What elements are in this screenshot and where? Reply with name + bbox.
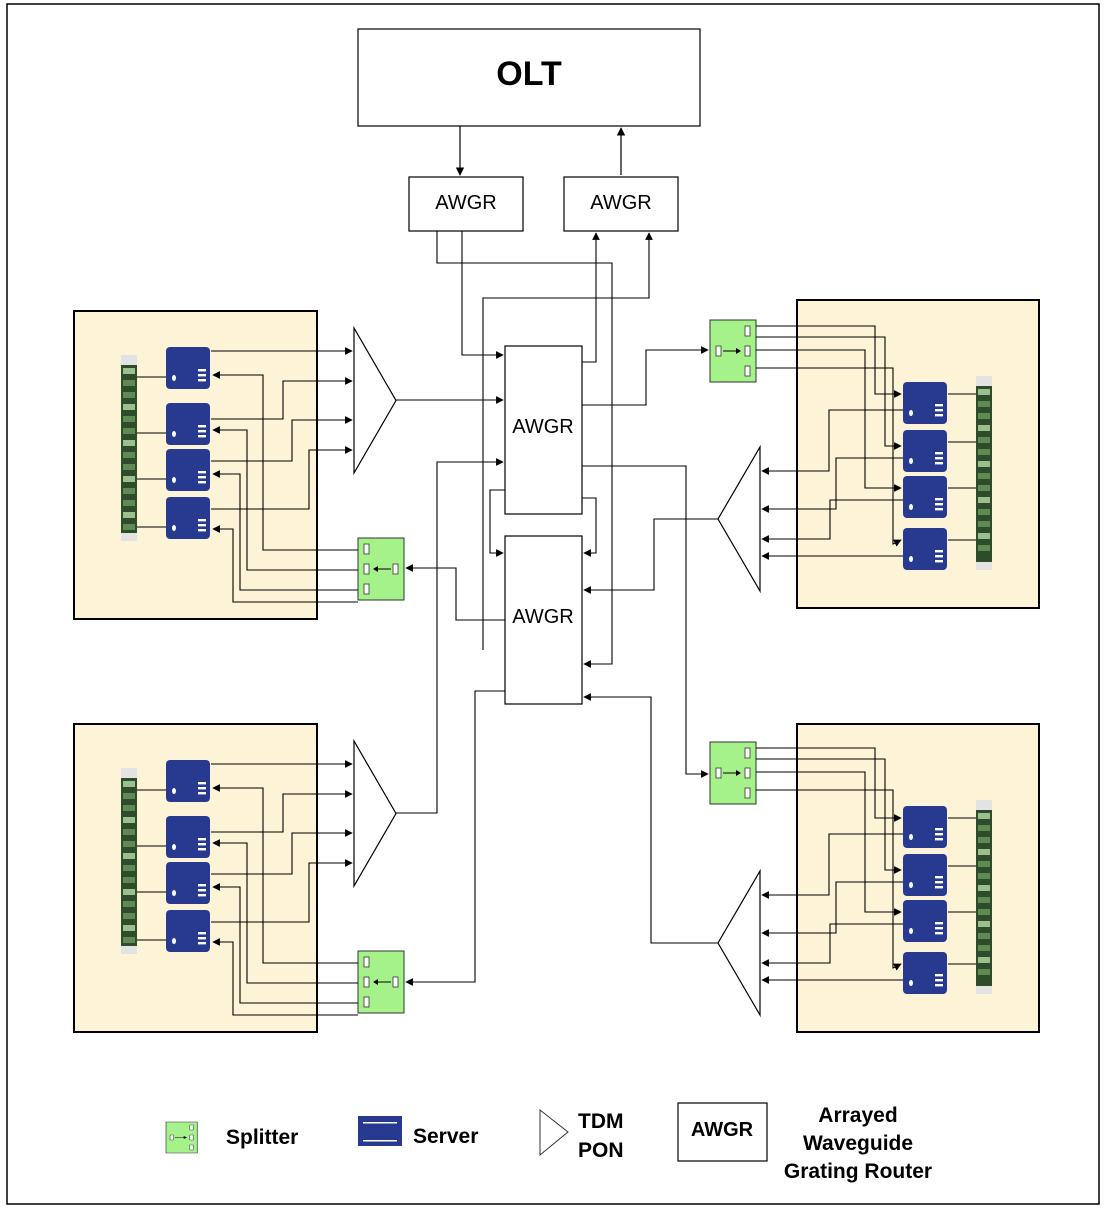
legend-tdm-pon-icon	[540, 1110, 568, 1155]
tor-switch-right-2	[976, 800, 992, 994]
tor-switch-left-2	[121, 768, 137, 954]
olt-label: OLT	[496, 55, 562, 93]
legend-pon-label: PON	[578, 1139, 624, 1162]
tdm-pon-left-1	[354, 328, 396, 473]
legend-tdm-label: TDM	[578, 1110, 624, 1133]
svg-text:AWGR: AWGR	[435, 192, 496, 214]
server-left-1-2	[166, 403, 210, 445]
splitter-left-1	[358, 538, 404, 600]
tdm-pon-right-2	[718, 871, 760, 1015]
awgr-center-upper: AWGR	[505, 346, 582, 514]
svg-text:AWGR: AWGR	[590, 192, 651, 214]
server-right-2-2	[903, 854, 947, 896]
legend: Splitter Server TDM PON AWGR Arrayed Wav…	[166, 1103, 932, 1183]
server-left-2-3	[166, 862, 210, 904]
server-right-1-2	[903, 430, 947, 472]
splitter-right-1	[710, 320, 756, 382]
legend-server-icon	[358, 1116, 402, 1146]
server-right-1-1	[903, 382, 947, 424]
server-left-2-2	[166, 816, 210, 858]
server-left-2-1	[166, 760, 210, 802]
olt-box: OLT	[358, 29, 700, 126]
svg-text:AWGR: AWGR	[512, 416, 573, 438]
awgr-top-right: AWGR	[564, 177, 678, 231]
server-right-2-4	[903, 952, 947, 994]
server-left-1-3	[166, 449, 210, 491]
legend-splitter-icon	[166, 1122, 197, 1153]
server-right-1-4	[903, 528, 947, 570]
server-left-1-1	[166, 347, 210, 389]
legend-awgr-desc-1: Arrayed	[818, 1104, 897, 1127]
splitter-right-2	[710, 742, 756, 804]
tdm-pon-left-2	[354, 741, 396, 886]
awgr-top-left: AWGR	[409, 177, 523, 231]
tor-switch-left-1	[121, 355, 137, 541]
splitter-left-2	[358, 951, 404, 1013]
server-left-1-4	[166, 497, 210, 539]
legend-awgr-desc-2: Waveguide	[803, 1132, 913, 1155]
legend-awgr-desc-3: Grating Router	[784, 1160, 932, 1183]
legend-splitter-label: Splitter	[226, 1126, 298, 1149]
awgr-center-lower: AWGR	[505, 536, 582, 704]
legend-server-label: Server	[413, 1125, 478, 1148]
server-right-2-1	[903, 806, 947, 848]
svg-text:AWGR: AWGR	[512, 606, 573, 628]
server-right-1-3	[903, 476, 947, 518]
server-right-2-3	[903, 900, 947, 942]
legend-awgr-box-label: AWGR	[691, 1119, 754, 1141]
server-left-2-4	[166, 910, 210, 952]
tdm-pon-right-1	[718, 447, 760, 591]
tor-switch-right-1	[976, 376, 992, 570]
